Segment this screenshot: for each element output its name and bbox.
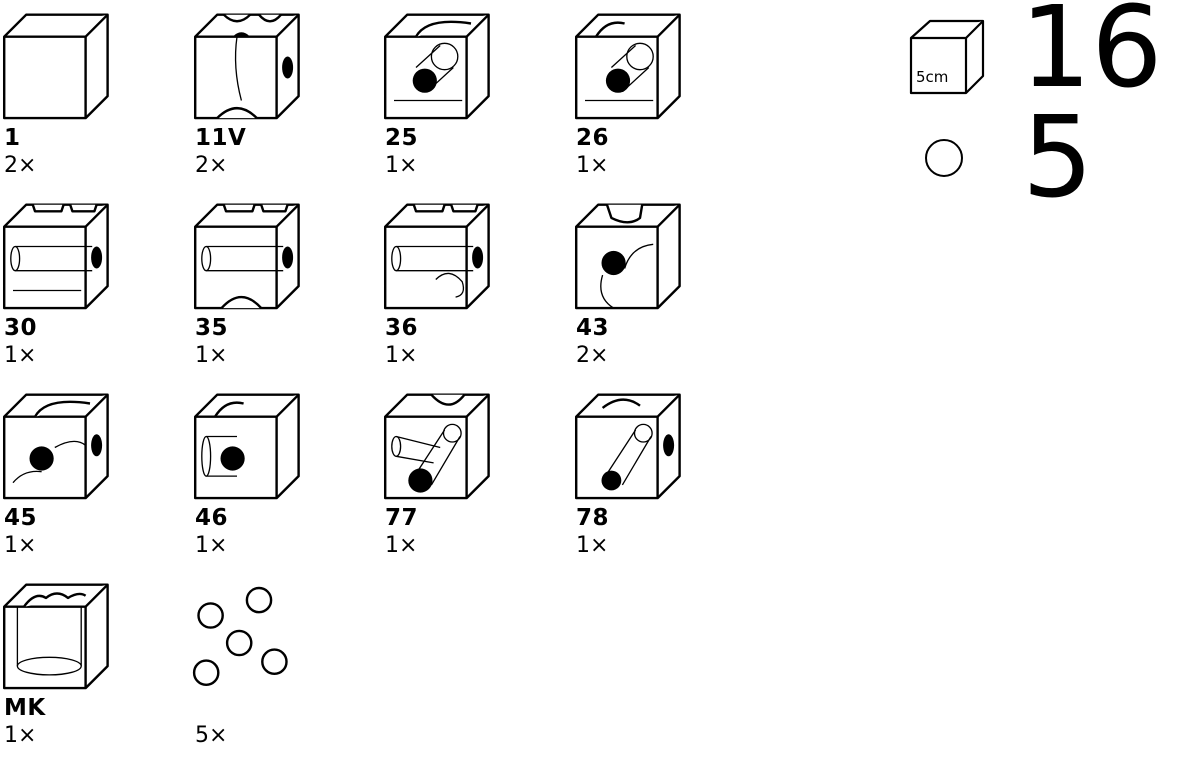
cube-78-icon (574, 393, 681, 500)
cube-45-icon (2, 393, 109, 500)
part-code: MK (4, 695, 46, 721)
part-item: 36 1× (383, 200, 563, 385)
cube-25-icon (383, 13, 490, 120)
cube-36-icon (383, 203, 490, 310)
part-quantity: 1× (4, 533, 37, 558)
part-code: 43 (576, 315, 610, 341)
part-item: 30 1× (2, 200, 182, 385)
cube-35-icon (193, 203, 300, 310)
part-code: 25 (385, 125, 419, 151)
cube-30-icon (2, 203, 109, 310)
part-item: 11V 2× (193, 10, 373, 195)
part-code: 45 (4, 505, 38, 531)
part-code: 77 (385, 505, 419, 531)
cube-11v-icon (193, 13, 300, 120)
part-code: 11V (195, 125, 247, 151)
part-quantity: 2× (4, 153, 37, 178)
part-quantity: 1× (195, 533, 228, 558)
part-code: 26 (576, 125, 610, 151)
part-quantity: 1× (385, 533, 418, 558)
part-quantity: 2× (576, 343, 609, 368)
part-quantity: 1× (385, 343, 418, 368)
summary-cube-size: 5cm (916, 68, 949, 86)
part-item: 46 1× (193, 390, 373, 575)
part-item: MK 1× (2, 580, 182, 765)
part-quantity: 1× (195, 343, 228, 368)
part-code: 78 (576, 505, 610, 531)
part-item: 78 1× (574, 390, 754, 575)
summary-ball-count: 5 (1022, 93, 1094, 223)
part-item: 1 2× (2, 10, 182, 195)
part-code: 35 (195, 315, 229, 341)
summary-cube-icon (909, 19, 985, 95)
part-quantity: 1× (4, 343, 37, 368)
part-code: 1 (4, 125, 21, 151)
cube-mk-icon (2, 583, 109, 690)
plain-cube-icon (2, 13, 109, 120)
part-quantity: 1× (576, 153, 609, 178)
part-quantity: 1× (576, 533, 609, 558)
part-item: 5× (192, 580, 373, 765)
cube-43-icon (574, 203, 681, 310)
part-quantity: 5× (195, 723, 228, 748)
part-code: 36 (385, 315, 419, 341)
summary-ball-icon (925, 139, 963, 177)
cube-46-icon (193, 393, 300, 500)
part-item: 35 1× (193, 200, 373, 385)
part-item: 45 1× (2, 390, 182, 575)
balls-icon (192, 586, 288, 687)
part-quantity: 1× (385, 153, 418, 178)
part-quantity: 2× (195, 153, 228, 178)
cube-77-icon (383, 393, 490, 500)
summary-cube-count: 16 (1020, 0, 1163, 113)
part-item: 43 2× (574, 200, 754, 385)
part-item: 26 1× (574, 10, 754, 195)
part-item: 77 1× (383, 390, 563, 575)
part-code: 30 (4, 315, 38, 341)
part-quantity: 1× (4, 723, 37, 748)
part-code: 46 (195, 505, 229, 531)
part-item: 25 1× (383, 10, 563, 195)
cube-26-icon (574, 13, 681, 120)
